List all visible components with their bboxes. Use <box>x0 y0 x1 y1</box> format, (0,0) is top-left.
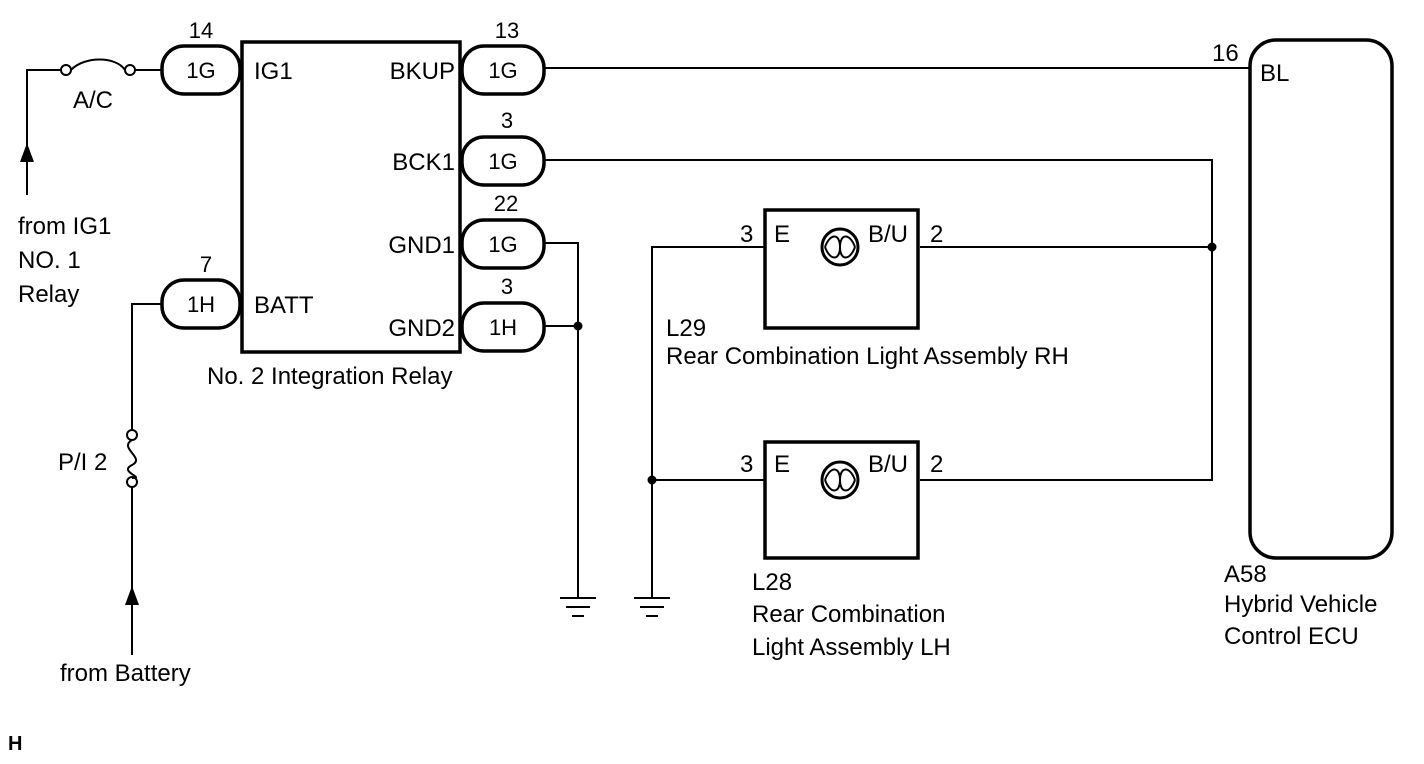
ecu-pin-label: BL <box>1260 60 1289 87</box>
integration-relay-name: No. 2 Integration Relay <box>207 363 452 390</box>
pin-ig1-number: 14 <box>189 18 213 43</box>
connector-gnd2-id: 1H <box>489 315 517 340</box>
lamp-lh-name-line2: Light Assembly LH <box>752 634 951 661</box>
pin-bkup-number: 13 <box>495 18 519 43</box>
lamp-lh-pin-e-number: 3 <box>740 451 753 478</box>
lamp-rh-pin-e-number: 3 <box>740 221 753 248</box>
pin-gnd2-number: 3 <box>501 274 513 299</box>
integration-relay-box <box>240 40 462 354</box>
pin-batt-label: BATT <box>254 292 314 319</box>
pin-gnd1-number: 22 <box>494 191 518 216</box>
bulb-icon <box>820 460 860 500</box>
ecu-name-line2: Control ECU <box>1224 623 1359 650</box>
connector-batt <box>160 278 242 330</box>
lamp-rh-pin-bu: B/U <box>868 221 908 248</box>
wire-gnd-relay <box>544 242 579 598</box>
bulb-icon <box>820 227 860 267</box>
ig1-arrow-icon <box>20 143 34 162</box>
source-ig1-line3: Relay <box>18 281 79 308</box>
connector-ig1 <box>160 44 242 96</box>
ig1-feed-circuit <box>20 58 162 195</box>
source-ig1-line1: from IG1 <box>18 213 111 240</box>
source-battery-label: from Battery <box>60 660 191 687</box>
pin-ig1-label: IG1 <box>254 58 293 85</box>
wire-bck1-to-lamps <box>544 159 1213 481</box>
junction-dot <box>647 475 657 485</box>
lamp-lh-code: L28 <box>752 569 792 596</box>
junction-dot <box>1207 242 1217 252</box>
pin-batt-number: 7 <box>200 252 212 277</box>
corner-mark: H <box>8 733 22 755</box>
connector-gnd1-id: 1G <box>488 232 517 257</box>
pin-bck1-number: 3 <box>501 108 513 133</box>
fuse-ac-label: A/C <box>73 87 113 114</box>
lamp-rh-pin-bu-number: 2 <box>930 221 943 248</box>
lamp-rh-code: L29 <box>666 315 706 342</box>
pin-bck1-label: BCK1 <box>392 149 455 176</box>
lamp-lh-pin-e: E <box>774 451 790 478</box>
lamp-lh-name-line1: Rear Combination <box>752 601 945 628</box>
lamp-rh-name: Rear Combination Light Assembly RH <box>666 343 1069 370</box>
fuse-pi2-label: P/I 2 <box>58 449 107 476</box>
ground-symbol-icon <box>560 597 596 617</box>
junction-dot <box>573 321 583 331</box>
battery-arrow-icon <box>125 586 139 605</box>
pin-gnd2-label: GND2 <box>388 315 455 342</box>
ecu-name-line1: Hybrid Vehicle <box>1224 591 1377 618</box>
ecu-pin-number: 16 <box>1212 40 1239 67</box>
pin-bkup-label: BKUP <box>390 58 455 85</box>
connector-bkup-id: 1G <box>488 58 517 83</box>
lamp-rh-box <box>763 208 920 330</box>
ecu-code: A58 <box>1224 561 1267 588</box>
ecu-box <box>1248 38 1394 560</box>
lamp-lh-pin-bu: B/U <box>868 451 908 478</box>
ground-symbol-icon <box>634 597 670 617</box>
lamp-lh-pin-bu-number: 2 <box>930 451 943 478</box>
connector-bck1-id: 1G <box>488 149 517 174</box>
source-ig1-line2: NO. 1 <box>18 247 81 274</box>
connector-batt-id: 1H <box>187 292 215 317</box>
connector-bkup <box>460 44 546 96</box>
connector-ig1-id: 1G <box>186 58 215 83</box>
lamp-rh-pin-e: E <box>774 221 790 248</box>
battery-feed-circuit <box>125 303 162 655</box>
wire-gnd-lamps <box>651 246 765 598</box>
pin-gnd1-label: GND1 <box>388 232 455 259</box>
lamp-lh-box <box>763 440 920 560</box>
